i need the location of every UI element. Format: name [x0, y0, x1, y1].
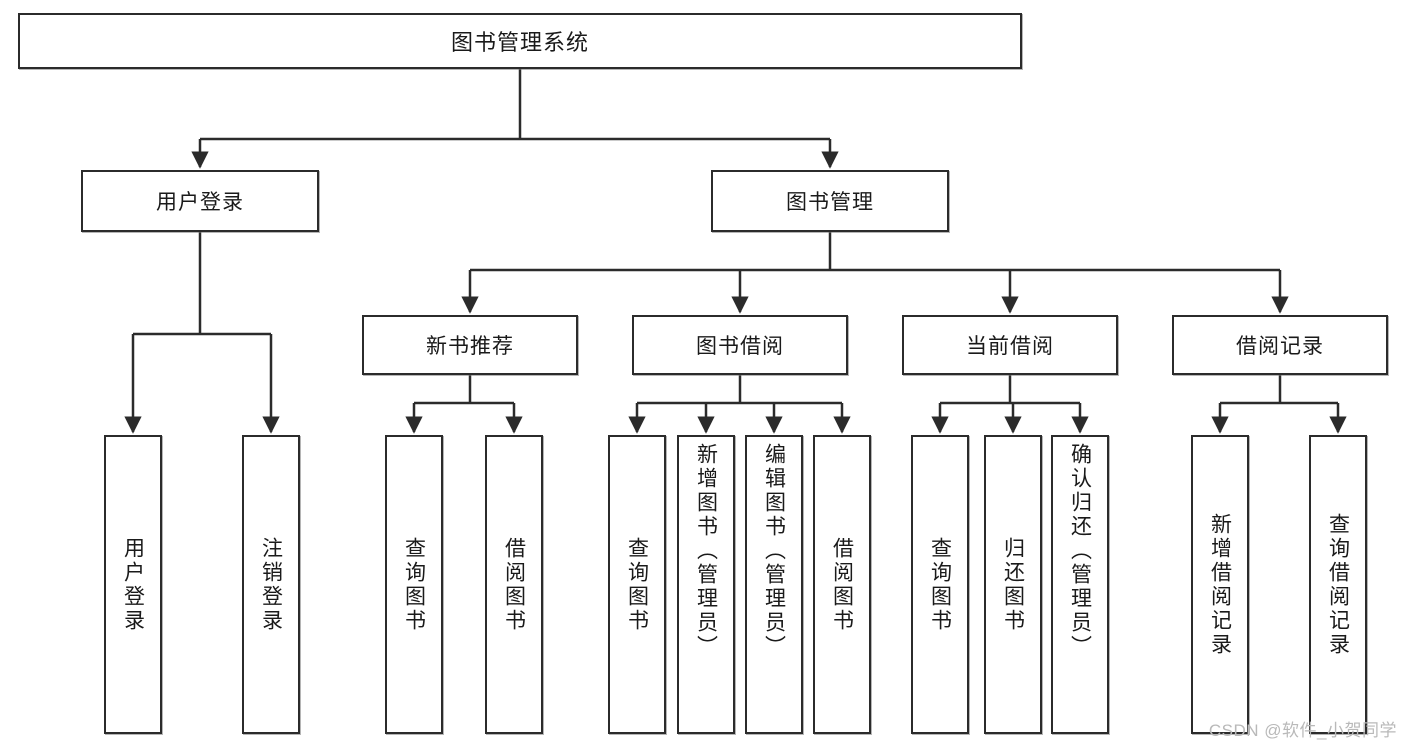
node-leaf-4[interactable]: 查询图书 — [608, 435, 666, 734]
node-label: 确认归还（管理员） — [1068, 443, 1092, 659]
node-label: 查询图书 — [928, 536, 952, 633]
node-label: 借阅记录 — [1236, 335, 1324, 358]
node-leaf-10[interactable]: 确认归还（管理员） — [1051, 435, 1109, 734]
node-leaf-9[interactable]: 归还图书 — [984, 435, 1042, 734]
node-label: 图书借阅 — [696, 335, 784, 358]
node-leaf-2[interactable]: 查询图书 — [385, 435, 443, 734]
node-label: 新增借阅记录 — [1208, 512, 1232, 657]
node-label: 查询图书 — [625, 536, 649, 633]
node-leaf-7[interactable]: 借阅图书 — [813, 435, 871, 734]
node-leaf-3[interactable]: 借阅图书 — [485, 435, 543, 734]
node-leaf-1[interactable]: 注销登录 — [242, 435, 300, 734]
node-label: 查询图书 — [402, 536, 426, 633]
node-level3-2[interactable]: 当前借阅 — [902, 315, 1118, 375]
node-label: 注销登录 — [259, 536, 283, 633]
node-label: 编辑图书（管理员） — [762, 443, 786, 659]
node-label: 图书管理 — [786, 191, 874, 214]
node-label: 查询借阅记录 — [1326, 512, 1350, 657]
node-level3-3[interactable]: 借阅记录 — [1172, 315, 1388, 375]
node-label: 用户登录 — [156, 191, 244, 214]
node-label: 用户登录 — [121, 536, 145, 633]
node-label: 新增图书（管理员） — [694, 443, 718, 659]
node-level2-1[interactable]: 图书管理 — [711, 170, 949, 232]
node-label: 新书推荐 — [426, 335, 514, 358]
watermark-text: CSDN @软件_小贺同学 — [1208, 721, 1397, 740]
node-root[interactable]: 图书管理系统 — [18, 13, 1022, 69]
node-label: 图书管理系统 — [450, 30, 589, 55]
node-label: 借阅图书 — [830, 536, 854, 633]
node-level3-1[interactable]: 图书借阅 — [632, 315, 848, 375]
node-label: 归还图书 — [1001, 536, 1025, 633]
node-label: 借阅图书 — [502, 536, 526, 633]
node-leaf-12[interactable]: 查询借阅记录 — [1309, 435, 1367, 734]
node-leaf-0[interactable]: 用户登录 — [104, 435, 162, 734]
node-level2-0[interactable]: 用户登录 — [81, 170, 319, 232]
node-leaf-5[interactable]: 新增图书（管理员） — [677, 435, 735, 734]
node-leaf-11[interactable]: 新增借阅记录 — [1191, 435, 1249, 734]
node-label: 当前借阅 — [966, 335, 1054, 358]
node-level3-0[interactable]: 新书推荐 — [362, 315, 578, 375]
node-leaf-6[interactable]: 编辑图书（管理员） — [745, 435, 803, 734]
node-leaf-8[interactable]: 查询图书 — [911, 435, 969, 734]
